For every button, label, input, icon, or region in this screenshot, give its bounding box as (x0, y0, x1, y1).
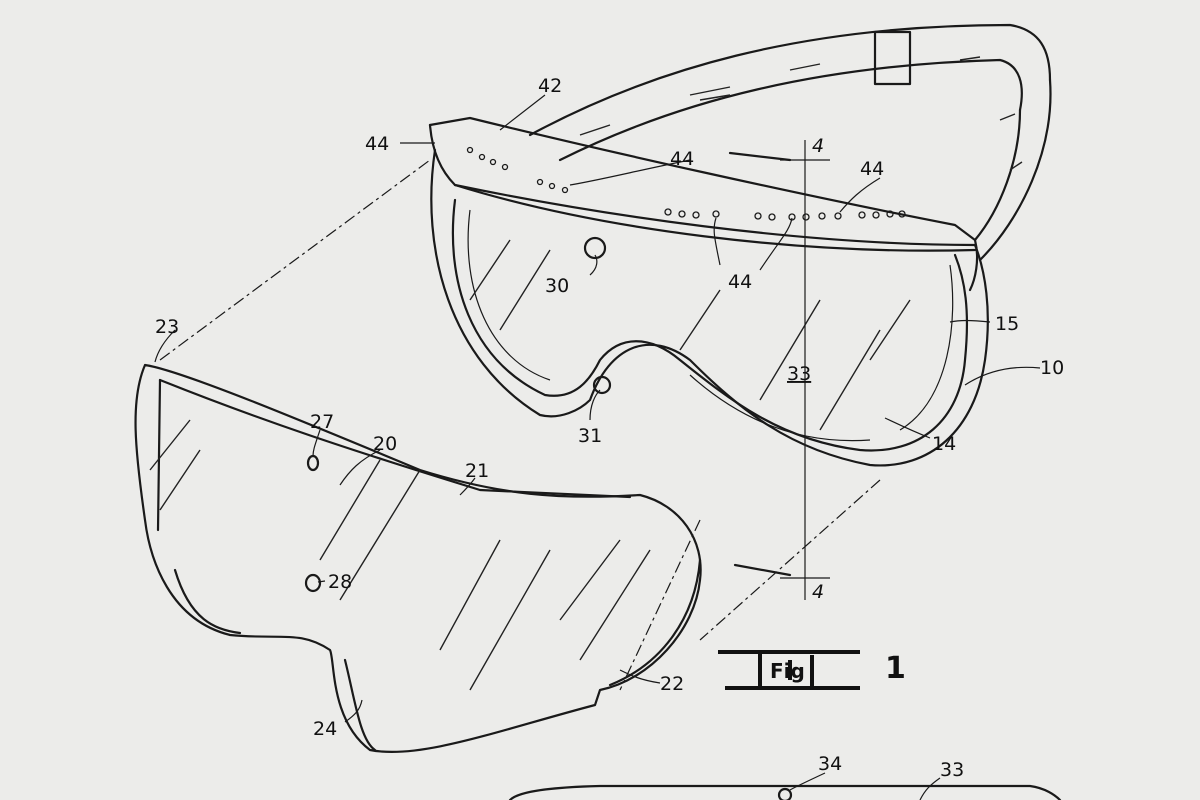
detached-lens (134, 363, 702, 754)
label-34: 34 (818, 753, 842, 775)
label-27: 27 (310, 411, 334, 433)
figure-number: 1 (885, 651, 906, 686)
figure-caption-prefix: Fig (770, 659, 805, 683)
label-section-4-top: 4 (812, 135, 824, 157)
projection-lines (159, 159, 881, 691)
label-42: 42 (538, 75, 562, 97)
fastener-34 (777, 787, 793, 800)
label-14: 14 (932, 433, 956, 455)
label-20: 20 (373, 433, 397, 455)
fastener-hole-28 (304, 573, 322, 593)
label-15: 15 (995, 313, 1019, 335)
fastener-hole-27 (306, 454, 320, 472)
fastener-30 (583, 236, 607, 260)
label-44: 44 (860, 158, 884, 180)
label-22: 22 (660, 673, 684, 695)
fastener-31 (592, 375, 612, 395)
section-line-4-4 (728, 140, 830, 600)
figure-caption: Fig 1 (718, 650, 906, 690)
label-33: 33 (940, 759, 964, 781)
label-44: 44 (365, 133, 389, 155)
label-24: 24 (313, 718, 337, 740)
label-21: 21 (465, 460, 489, 482)
label-44: 44 (728, 271, 752, 293)
label-23: 23 (155, 316, 179, 338)
label-section-4-bottom: 4 (812, 581, 824, 603)
label-10: 10 (1040, 357, 1064, 379)
goggle-strap (528, 23, 1052, 262)
label-44: 44 (670, 148, 694, 170)
label-33: 33 (787, 363, 811, 385)
goggle-frame (428, 116, 989, 467)
figure-2-outline (508, 784, 1062, 800)
label-31: 31 (578, 425, 602, 447)
vent-holes (466, 146, 906, 221)
label-28: 28 (328, 571, 352, 593)
label-30: 30 (545, 275, 569, 297)
